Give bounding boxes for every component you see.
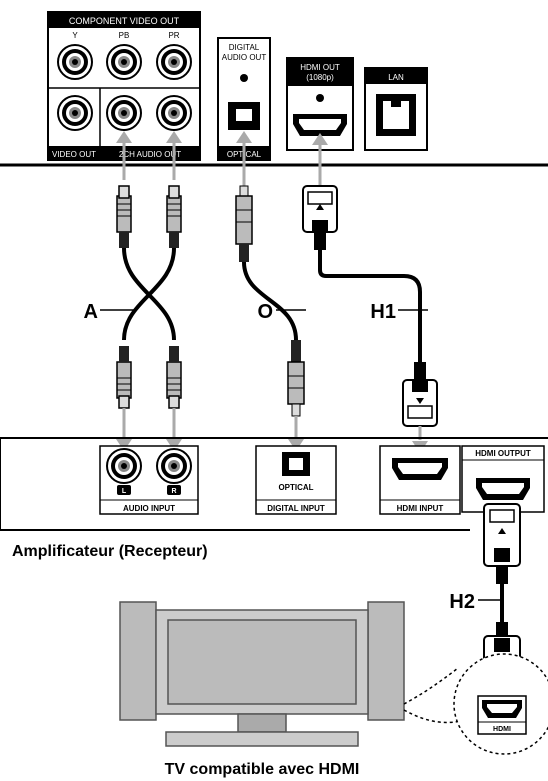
tv-caption: TV compatible avec HDMI: [165, 761, 360, 778]
jack-y: [57, 44, 93, 80]
player-rear-panel: COMPONENT VIDEO OUT Y PB PR VIDEO OUT 2C…: [0, 11, 548, 167]
label-pr: PR: [168, 31, 179, 40]
amp-jack-l: [106, 448, 142, 484]
label-r: R: [171, 488, 176, 495]
cable-h2-label: H2: [449, 591, 475, 613]
label-y: Y: [72, 31, 78, 40]
jack-pb: [106, 44, 142, 80]
tv-right-speaker: [367, 601, 405, 721]
tv-neck: [237, 713, 287, 733]
audio-out-label: 2CH AUDIO OUT: [119, 150, 181, 159]
tv-base: [165, 731, 359, 747]
analog-audio-cable: A: [84, 131, 182, 451]
video-out-label: VIDEO OUT: [52, 150, 96, 159]
cable-o-label: O: [257, 301, 273, 323]
hdmi-output-label: HDMI OUTPUT: [475, 449, 531, 458]
digital-label-2: AUDIO OUT: [222, 53, 267, 62]
digital-label-1: DIGITAL: [229, 43, 260, 52]
tv-hdmi-label: HDMI: [493, 726, 511, 733]
hdmi-out-label-1: HDMI OUT: [300, 63, 340, 72]
jack-video-out: [57, 95, 93, 131]
tv-set: HDMI TV compatible avec HDMI: [119, 601, 548, 778]
hdmi-input-label: HDMI INPUT: [397, 504, 444, 513]
optical-cable: O: [235, 131, 306, 451]
rca-plug-bottom-right: [166, 345, 182, 409]
hdmi-cable-h1: H1: [302, 133, 438, 453]
tv-left-speaker: [119, 601, 157, 721]
digital-input-label: DIGITAL INPUT: [267, 504, 325, 513]
rca-plug-bottom-left: [116, 345, 132, 409]
component-video-title: COMPONENT VIDEO OUT: [69, 16, 180, 26]
hdmi-out-label-2: (1080p): [306, 73, 334, 82]
jack-audio-l: [106, 95, 142, 131]
jack-audio-r: [156, 95, 192, 131]
amp-optical-label: OPTICAL: [278, 483, 313, 492]
amplifier-rear-panel: L R AUDIO INPUT OPTICAL DIGITAL INPUT HD…: [0, 437, 548, 560]
amplifier-caption: Amplificateur (Recepteur): [12, 543, 208, 560]
lan-label: LAN: [388, 73, 404, 82]
audio-input-label: AUDIO INPUT: [123, 504, 175, 513]
label-l: L: [122, 488, 127, 495]
rca-plug-top-left: [116, 185, 132, 249]
rca-plug-top-right: [166, 185, 182, 249]
label-pb: PB: [119, 31, 130, 40]
cable-a-label: A: [84, 301, 98, 323]
jack-pr: [156, 44, 192, 80]
tv-screen: [167, 619, 357, 705]
cable-h1-label: H1: [370, 301, 396, 323]
amp-jack-r: [156, 448, 192, 484]
